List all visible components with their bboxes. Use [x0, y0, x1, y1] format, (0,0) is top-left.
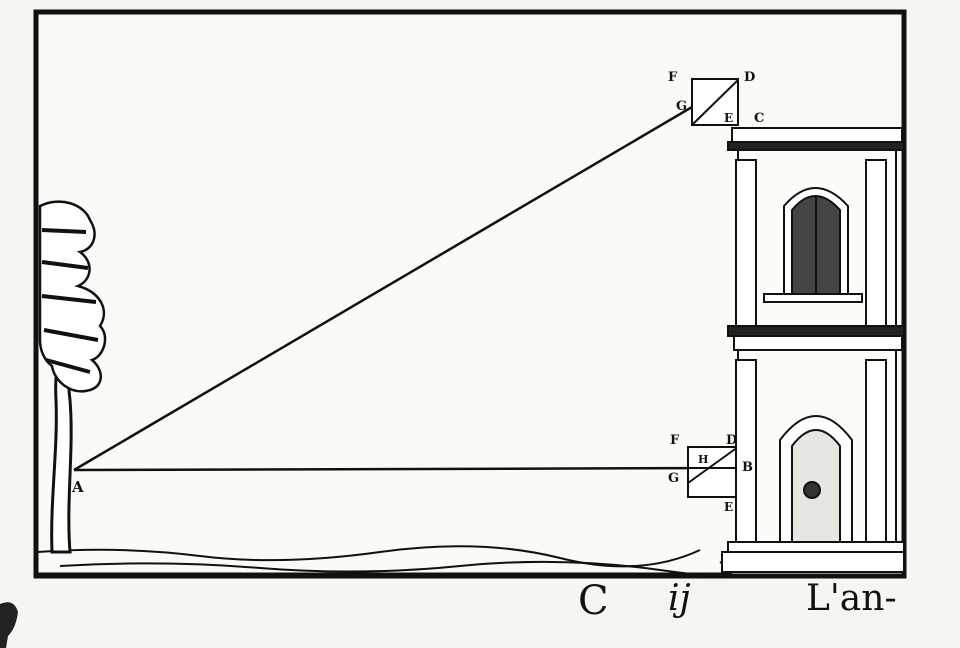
lower-quadrant	[687, 446, 739, 498]
label-low-g: G	[668, 471, 679, 486]
label-point-a: A	[71, 478, 84, 496]
signature-number: ij	[668, 578, 691, 619]
label-top-d: D	[744, 70, 755, 85]
upper-quadrant	[691, 78, 739, 126]
label-top-g: G	[676, 99, 687, 114]
sight-line-base	[73, 466, 739, 472]
tower	[721, 127, 905, 573]
label-low-h: H	[698, 453, 708, 466]
label-low-e: E	[724, 500, 733, 514]
signature-mark: C	[578, 578, 609, 624]
label-top-e: E	[724, 111, 733, 125]
label-top-c: C	[754, 111, 764, 126]
tree	[38, 200, 107, 554]
label-low-f: F	[670, 433, 680, 448]
sight-line-top	[73, 78, 739, 472]
catchword: L'an-	[806, 578, 897, 619]
ground	[37, 545, 733, 577]
label-top-f: F	[668, 70, 678, 85]
label-low-d: D	[726, 433, 737, 448]
ink-blot	[0, 602, 18, 648]
label-low-b: B	[742, 460, 753, 475]
